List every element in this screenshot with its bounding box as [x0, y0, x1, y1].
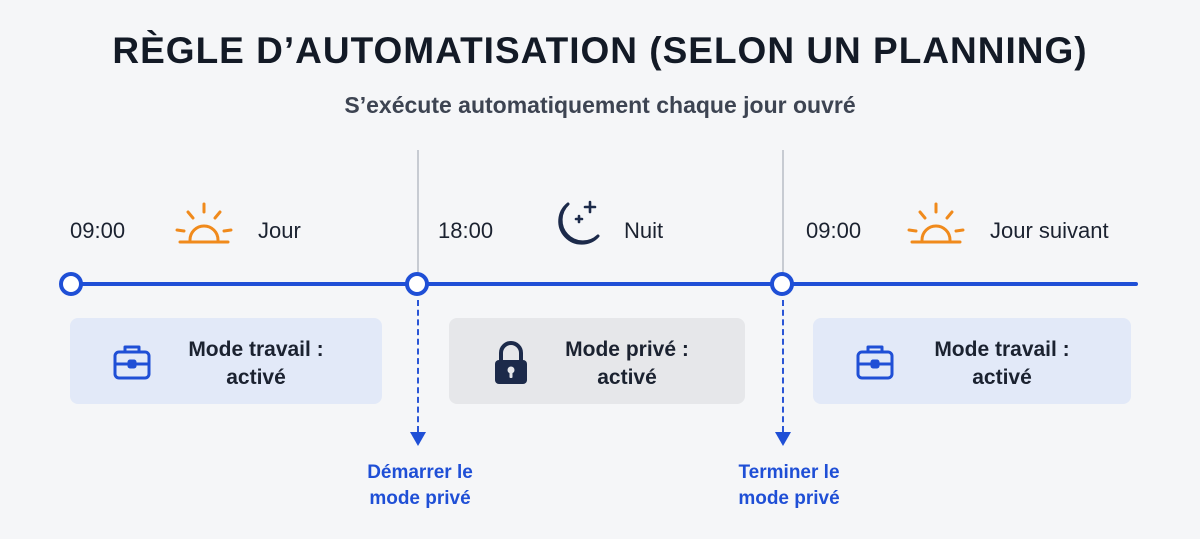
separator-line-morning — [782, 150, 784, 278]
time-label: 09:00 — [806, 218, 862, 243]
action-line1: Démarrer le — [367, 462, 473, 483]
time-label: 09:00 — [70, 218, 126, 243]
period-label-next-day: Jour suivant — [990, 218, 1109, 243]
sunrise-icon — [907, 202, 965, 244]
arrow-down-icon — [410, 432, 426, 446]
dashed-connector-end-private — [782, 300, 784, 432]
separator-line-evening — [417, 150, 419, 278]
card-label-line2: activé — [597, 366, 657, 389]
page-subtitle: S’exécute automatiquement chaque jour ou… — [344, 92, 856, 118]
timeline-node-next-morning — [770, 272, 794, 296]
time-label: 18:00 — [438, 218, 494, 243]
action-line2: mode privé — [369, 488, 471, 509]
action-start-private-mode: Démarrer le mode privé — [320, 460, 520, 512]
card-label: Mode travail : activé — [813, 336, 1131, 392]
work-mode-card: Mode travail : activé — [70, 318, 382, 404]
period-label-night: Nuit — [624, 218, 664, 243]
action-line1: Terminer le — [738, 462, 840, 483]
briefcase-icon — [856, 345, 894, 380]
private-mode-card: Mode privé : activé — [449, 318, 745, 404]
timeline-track — [70, 282, 1138, 286]
action-end-private-mode: Terminer le mode privé — [689, 460, 889, 512]
lock-icon — [495, 341, 527, 384]
moon-stars-icon — [558, 200, 600, 245]
timeline-node-start — [59, 272, 83, 296]
card-label-line1: Mode travail : — [934, 338, 1070, 361]
card-label-line2: activé — [226, 366, 286, 389]
card-label-line1: Mode privé : — [565, 338, 689, 361]
card-label: Mode privé : activé — [449, 336, 745, 392]
briefcase-icon — [113, 345, 151, 380]
arrow-down-icon — [775, 432, 791, 446]
dashed-connector-start-private — [417, 300, 419, 432]
action-line2: mode privé — [738, 488, 840, 509]
work-mode-card-next-day: Mode travail : activé — [813, 318, 1131, 404]
sunrise-icon — [175, 202, 233, 244]
period-label-day: Jour — [258, 218, 301, 243]
page-title: RÈGLE D’AUTOMATISATION (SELON UN PLANNIN… — [112, 30, 1088, 71]
card-label-line2: activé — [972, 366, 1032, 389]
card-label-line1: Mode travail : — [188, 338, 324, 361]
card-label: Mode travail : activé — [70, 336, 382, 392]
timeline-node-evening — [405, 272, 429, 296]
